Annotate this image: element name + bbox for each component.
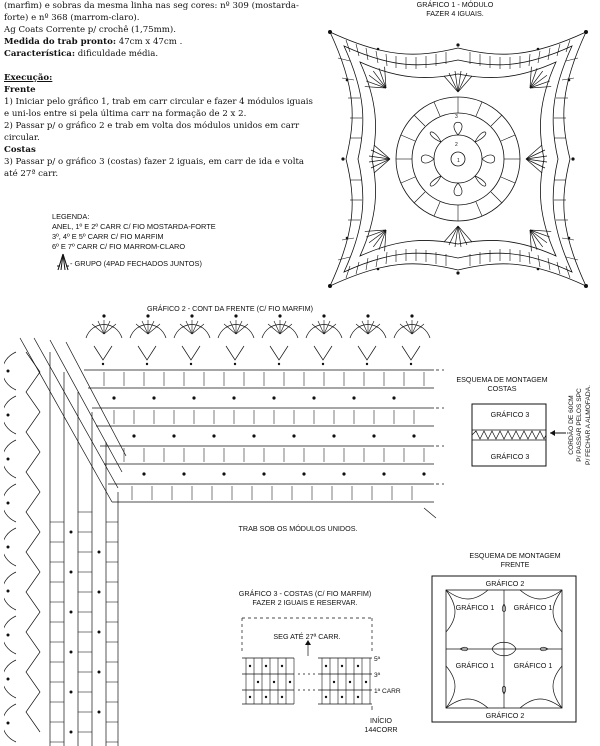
front-scheme-cell-1: GRÁFICO 1 <box>455 603 495 612</box>
svg-text:1: 1 <box>457 158 460 164</box>
svg-text:2: 2 <box>455 142 458 148</box>
chart3-row-3: 3ª <box>374 672 381 679</box>
legend-line-1: ANEL, 1º E 2º CARR C/ FIO MOSTARDA-FORTE <box>52 222 216 231</box>
feature-label: Característica: <box>4 49 76 59</box>
legend-title: LEGENDA: <box>52 212 90 221</box>
size-label: Medida do trab pronto: <box>4 37 117 47</box>
chart3-row-5: 5ª <box>374 656 381 663</box>
legend-group: - GRUPO (4PAD FECHADOS JUNTOS) <box>70 259 202 268</box>
step-3: 3) Passar p/ o gráfico 3 (costas) fazer … <box>4 157 305 179</box>
front-title: Frente <box>4 85 36 95</box>
chart2-note: TRAB SOB OS MÓDULOS UNIDOS. <box>238 524 358 533</box>
chart1-title: GRÁFICO 1 - MÓDULO <box>416 0 494 9</box>
front-scheme-top: GRÁFICO 2 <box>485 579 525 588</box>
back-title: Costas <box>4 145 36 155</box>
needle-text: Ag Coats Corrente p/ crochê (1,75mm). <box>4 25 177 35</box>
execution-title: Execução: <box>4 73 53 83</box>
front-scheme-diagram <box>431 575 577 723</box>
chart2-border-diagram <box>4 313 444 746</box>
cord-note-line-1: CORDÃO DE 60CM <box>568 395 575 455</box>
front-scheme-cell-2: GRÁFICO 1 <box>513 603 553 612</box>
chart3-start: INÍCIO <box>370 716 392 725</box>
chart1-subtitle: FAZER 4 IGUAIS. <box>426 9 484 18</box>
chart2-title: GRÁFICO 2 - CONT DA FRENTE (C/ FIO MARFI… <box>147 304 313 313</box>
cord-note-line-2: P/ PASSAR PELOS SPC <box>576 388 584 462</box>
back-scheme-diagram <box>471 403 547 467</box>
front-scheme-subtitle: FRENTE <box>500 560 530 569</box>
back-scheme-subtitle: COSTAS <box>487 384 517 393</box>
size-value: 47cm x 47cm . <box>118 37 183 47</box>
chart3-back-diagram <box>241 617 373 710</box>
front-scheme-bottom: GRÁFICO 2 <box>485 711 525 720</box>
step-1: 1) Iniciar pelo gráfico 1, trab em carr … <box>4 97 313 119</box>
chart3-top-note: SEG ATÉ 27ª CARR. <box>273 632 341 641</box>
front-scheme-cell-3: GRÁFICO 1 <box>455 661 495 670</box>
back-scheme-title: ESQUEMA DE MONTAGEM <box>456 375 548 384</box>
size-line: Medida do trab pronto: 47cm x 47cm . <box>4 36 316 48</box>
legend-line-3: 6º E 7º CARR C/ FIO MARROM-CLARO <box>52 242 186 251</box>
back-scheme-bottom: GRÁFICO 3 <box>490 452 530 461</box>
chart3-row-1: 1ª CARR <box>374 688 401 695</box>
cluster-symbol-icon <box>57 253 69 271</box>
instructions-block: (marfim) e sobras da mesma linha nas seg… <box>4 0 316 180</box>
legend-line-2: 3º, 4º E 5º CARR C/ FIO MARFIM <box>52 232 164 241</box>
chart1-module-diagram: 1 2 3 <box>328 30 588 288</box>
chart3-title: GRÁFICO 3 - COSTAS (C/ FIO MARFIM) <box>238 589 372 598</box>
chart3-subtitle: FAZER 2 IGUAIS E RESERVAR. <box>252 598 358 607</box>
chart3-start-count: 144CORR <box>364 725 398 734</box>
feature-line: Característica: dificuldade média. <box>4 48 316 60</box>
feature-value: dificuldade média. <box>77 49 159 59</box>
back-scheme-top: GRÁFICO 3 <box>490 410 530 419</box>
arrow-icon <box>550 430 566 436</box>
front-scheme-title: ESQUEMA DE MONTAGEM <box>469 551 561 560</box>
svg-text:3: 3 <box>455 114 458 120</box>
legend: LEGENDA: ANEL, 1º E 2º CARR C/ FIO MOSTA… <box>52 212 292 252</box>
front-scheme-cell-4: GRÁFICO 1 <box>513 661 553 670</box>
needle-line: Ag Coats Corrente p/ crochê (1,75mm). <box>4 24 316 36</box>
cord-note-line-3: P/ FECHAR A ALMOFADA. <box>584 385 592 465</box>
cord-note: CORDÃO DE 60CM P/ PASSAR PELOS SPC P/ FE… <box>566 372 600 482</box>
intro-text: (marfim) e sobras da mesma linha nas seg… <box>4 1 299 23</box>
step-2: 2) Passar p/ o gráfico 2 e trab em volta… <box>4 121 300 143</box>
